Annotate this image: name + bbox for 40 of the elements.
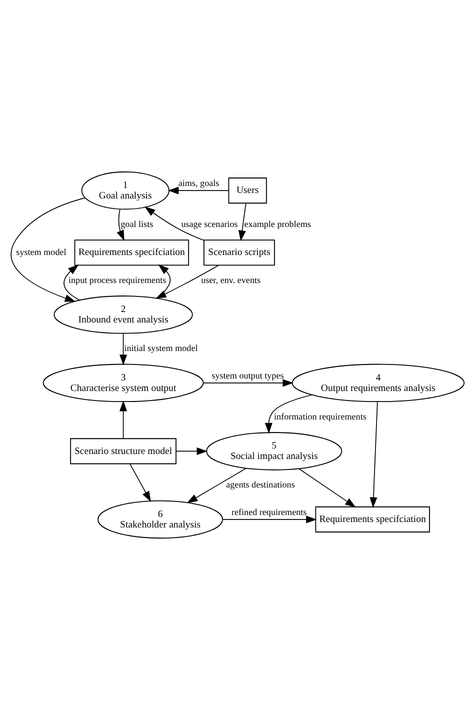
arrow [264, 394, 312, 434]
arrow [156, 264, 171, 299]
arrow [186, 468, 246, 504]
edge-label: aims, goals [178, 178, 220, 188]
edge-label: initial system model [124, 343, 198, 354]
arrow [156, 264, 220, 299]
arrow [370, 401, 378, 508]
edge-label: system model [16, 246, 66, 257]
arrow [298, 468, 356, 508]
arrow [203, 379, 294, 387]
arrow [64, 264, 80, 301]
arrow [168, 186, 230, 194]
edge-label: example problems [244, 219, 311, 230]
edge-label: user, env. events [201, 274, 261, 285]
node-box: Scenario structure model [70, 438, 176, 464]
edge-label: input process requirements [68, 274, 166, 285]
edge-label: goal lists [120, 219, 154, 230]
edge-label: agents destinations [226, 480, 295, 490]
edge-label: usage scenarios [181, 219, 238, 230]
arrow [144, 206, 204, 241]
arrow [120, 400, 128, 439]
node-box: Requirements specifciation [315, 506, 430, 532]
node-ellipse: 4 Output requirements analysis [292, 364, 465, 402]
edge-label: refined requirements [231, 506, 307, 517]
node-box: Scenario scripts [203, 240, 275, 266]
node-ellipse: 1 Goal analysis [81, 171, 170, 210]
arrow [129, 463, 152, 502]
arrow [116, 208, 124, 241]
arrow [222, 516, 317, 524]
arrow [10, 197, 86, 302]
node-ellipse: 3 Characterise system output [42, 364, 204, 402]
node-box: Requirements specifciation [74, 240, 190, 266]
node-ellipse: 5 Social impact analysis [206, 432, 342, 470]
node-box: Users [228, 178, 267, 204]
edge-label: system output types [212, 370, 284, 380]
arrow [238, 202, 246, 242]
edge-label: information requirements [274, 411, 366, 422]
node-ellipse: 6 Stakeholder analysis [98, 500, 224, 539]
arrow [120, 333, 128, 366]
arrow [176, 447, 208, 455]
